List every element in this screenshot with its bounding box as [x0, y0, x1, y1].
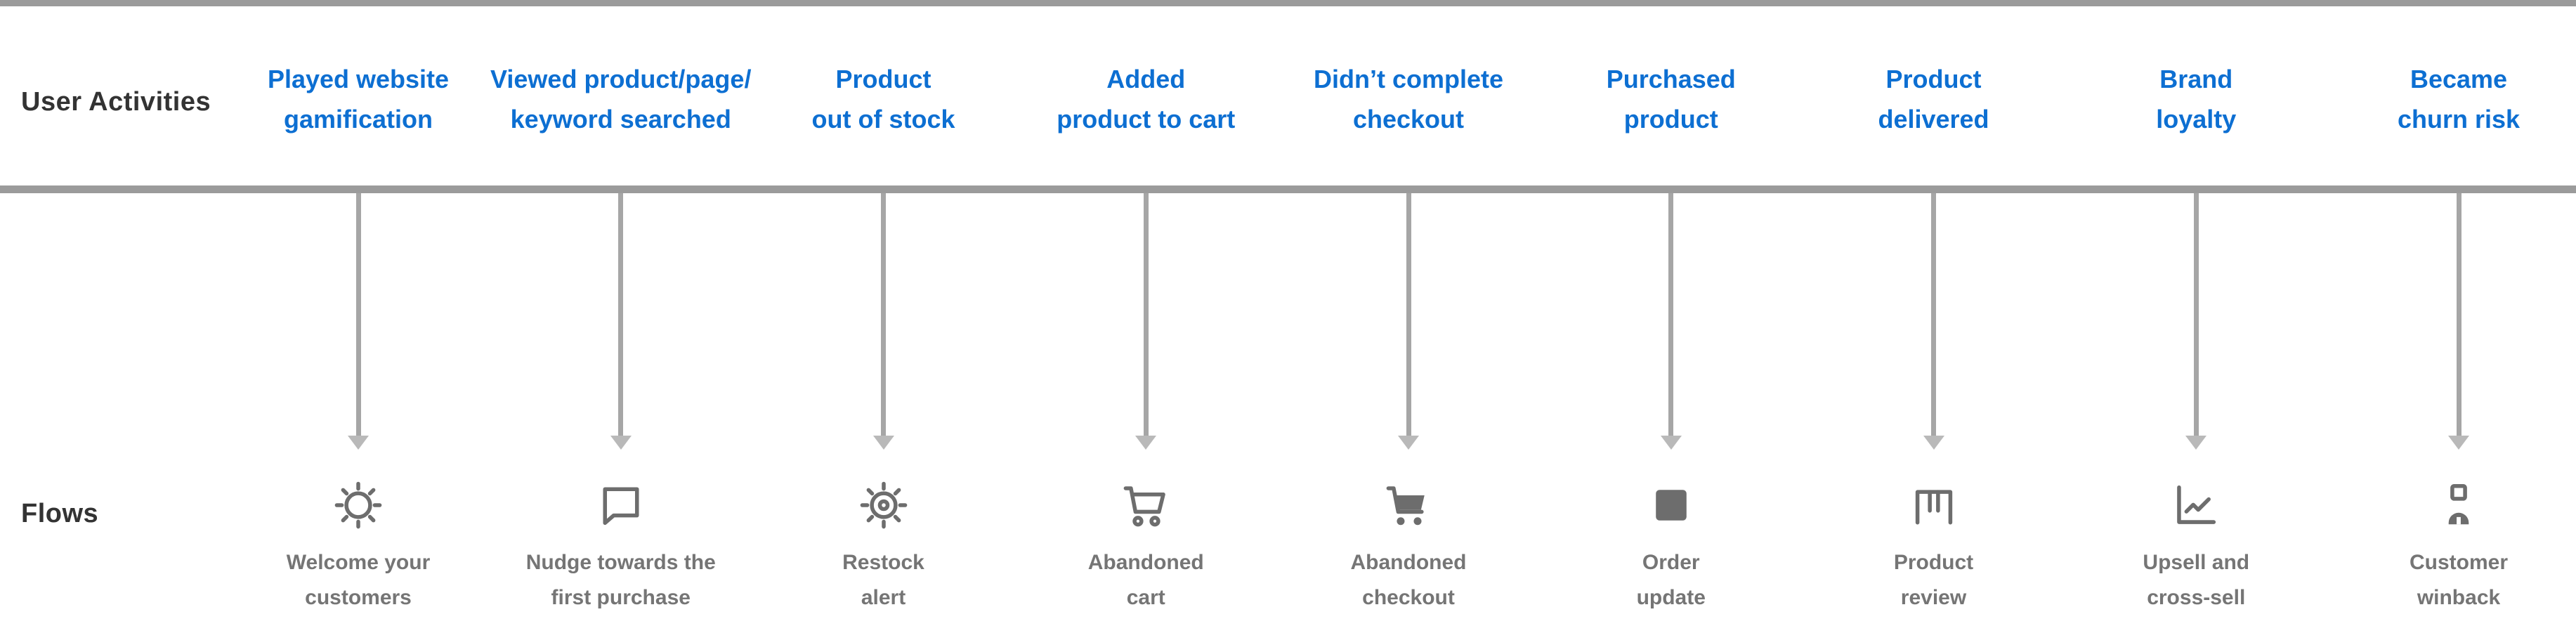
timeline-axis-line	[0, 185, 2576, 193]
flow-label: Abandoned cart	[1088, 545, 1204, 615]
connector-line	[1668, 193, 1674, 437]
journey-column: Became churn risk Customer winback	[2327, 0, 2576, 619]
activity-label-line2: churn risk	[2397, 105, 2521, 133]
arrow-down-icon	[348, 436, 369, 450]
gear-icon	[856, 478, 911, 533]
activity-label-line1: Product	[1885, 65, 1982, 93]
flow-label: Customer winback	[2410, 545, 2508, 615]
flow-label: Upsell and cross-sell	[2143, 545, 2249, 615]
journey-column: Didn’t complete checkout Abandoned check…	[1277, 0, 1540, 619]
shopping-cart-full-icon	[1381, 478, 1436, 533]
flow-label-line1: Order	[1642, 551, 1700, 574]
arrow-down-icon	[1398, 436, 1419, 450]
activity-label-line2: keyword searched	[510, 105, 731, 133]
flow-label-line1: Product	[1893, 551, 1974, 574]
activity-label-line2: product to cart	[1057, 105, 1236, 133]
flow-label-line1: Customer	[2409, 551, 2509, 574]
arrow-down-icon	[1135, 436, 1157, 450]
arrow-down-icon	[1923, 436, 1944, 450]
activity-label-line1: Product	[835, 65, 931, 93]
arrow-down-icon	[1660, 436, 1682, 450]
connector-line	[618, 193, 624, 437]
person-icon	[2431, 478, 2486, 533]
activity-label-line1: Played website	[267, 65, 450, 93]
flow-label: Product review	[1894, 545, 1973, 615]
package-icon	[1644, 478, 1699, 533]
flow-label-line1: Nudge towards the	[525, 551, 716, 574]
arrow-down-icon	[2185, 436, 2207, 450]
flow-label: Abandoned checkout	[1351, 545, 1467, 615]
activity-label-line2: checkout	[1352, 105, 1465, 133]
flow-label: Welcome your customers	[287, 545, 431, 615]
flows-label: Flows	[21, 499, 99, 528]
chat-bubble-icon	[594, 478, 648, 533]
shopping-cart-icon	[1118, 478, 1173, 533]
activity-label-line1: Purchased	[1606, 65, 1736, 93]
journey-column: Product delivered Product review	[1803, 0, 2065, 619]
connector-line	[355, 193, 361, 437]
flow-label-line2: winback	[2417, 586, 2501, 609]
flow-label-line1: Restock	[842, 551, 924, 574]
activity-label-line1: Added	[1106, 65, 1186, 93]
flow-label-line1: Abandoned	[1350, 551, 1467, 574]
flow-label-line1: Upsell and	[2143, 551, 2250, 574]
flow-label-line2: alert	[861, 586, 906, 609]
activity-label-line1: Brand	[2159, 65, 2233, 93]
journey-column: Viewed product/page/ keyword searched Nu…	[490, 0, 752, 619]
activity-label: Didn’t complete checkout	[1314, 59, 1503, 139]
flow-label-line2: review	[1900, 586, 1967, 609]
flow-label-line2: cart	[1126, 586, 1165, 609]
activity-label: Played website gamification	[268, 59, 449, 139]
connector-line	[2193, 193, 2199, 437]
activity-label-line2: delivered	[1878, 105, 1989, 133]
flow-label-line2: customers	[305, 586, 412, 609]
flow-label-line2: checkout	[1362, 586, 1455, 609]
top-divider-line	[0, 0, 2576, 6]
activity-label-line1: Didn’t complete	[1313, 65, 1504, 93]
journey-column: Brand loyalty Upsell and cross-sell	[2065, 0, 2327, 619]
connector-line	[1406, 193, 1411, 437]
flow-label: Order update	[1637, 545, 1706, 615]
flow-label-line2: cross-sell	[2147, 586, 2246, 609]
journey-column: Added product to cart Abandoned cart	[1014, 0, 1277, 619]
activity-label: Product delivered	[1878, 59, 1989, 139]
connector-line	[881, 193, 886, 437]
activity-label: Brand loyalty	[2156, 59, 2236, 139]
activity-label-line2: out of stock	[811, 105, 955, 133]
connector-line	[1143, 193, 1149, 437]
journey-column: Product out of stock Restock alert	[752, 0, 1015, 619]
activity-label-line1: Viewed product/page/	[490, 65, 752, 93]
user-activities-label: User Activities	[21, 87, 211, 117]
flow-label-line1: Welcome your	[286, 551, 431, 574]
arrow-down-icon	[872, 436, 894, 450]
arrow-down-icon	[610, 436, 632, 450]
activity-label-line2: product	[1623, 105, 1718, 133]
flow-label-line2: update	[1636, 586, 1706, 609]
activity-label: Viewed product/page/ keyword searched	[490, 59, 751, 139]
activity-label-line2: gamification	[283, 105, 433, 133]
journey-column: Played website gamification Welcome your…	[227, 0, 490, 619]
activity-label: Became churn risk	[2398, 59, 2520, 139]
activity-label: Purchased product	[1607, 59, 1736, 139]
flow-label: Restock alert	[842, 545, 924, 615]
flow-label-line1: Abandoned	[1087, 551, 1204, 574]
badge-icon	[331, 478, 386, 533]
activity-label: Added product to cart	[1057, 59, 1235, 139]
flow-label-line2: first purchase	[551, 586, 691, 609]
chart-increasing-icon	[2169, 478, 2223, 533]
flow-label: Nudge towards the first purchase	[526, 545, 716, 615]
connector-line	[2456, 193, 2461, 437]
activity-label: Product out of stock	[812, 59, 955, 139]
storefront-icon	[1907, 478, 1961, 533]
arrow-down-icon	[2448, 436, 2469, 450]
journey-column: Purchased product Order update	[1540, 0, 1803, 619]
connector-line	[1931, 193, 1936, 437]
activity-label-line1: Became	[2410, 65, 2508, 93]
activity-label-line2: loyalty	[2156, 105, 2237, 133]
